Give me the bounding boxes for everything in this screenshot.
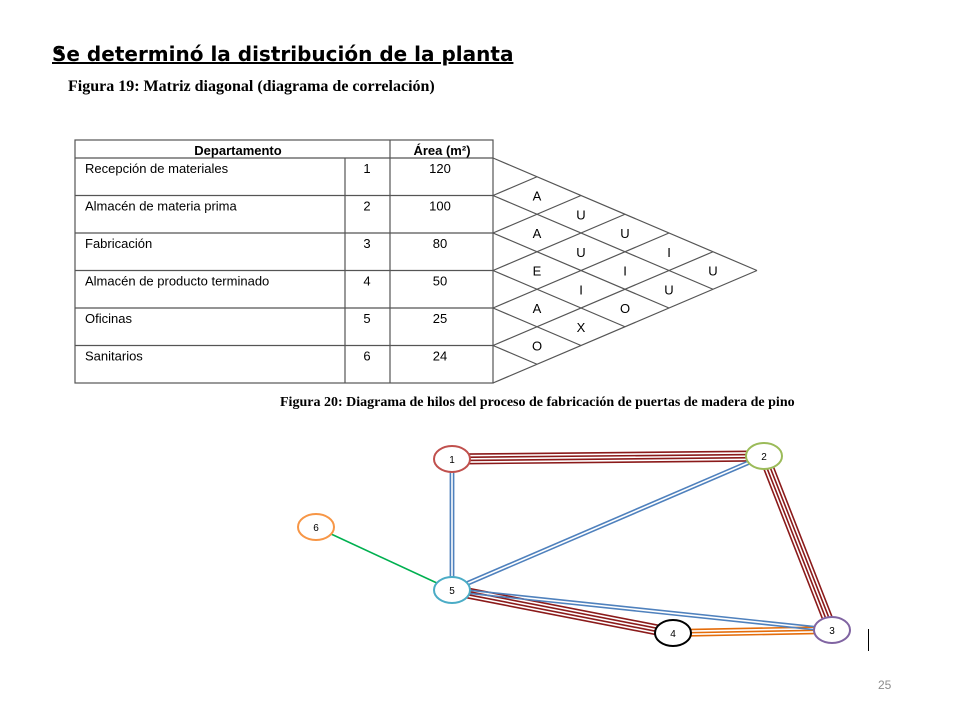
department-area: 120: [429, 161, 451, 176]
relation-code: A: [533, 301, 542, 316]
matrix-diagonal-line: [492, 176, 538, 197]
relation-code: U: [576, 207, 585, 222]
department-id: 3: [363, 236, 370, 251]
relation-code: U: [664, 282, 673, 297]
thread-node-label: 3: [829, 626, 835, 637]
relation-code: X: [577, 320, 586, 335]
matrix-diagonal-line: [492, 251, 714, 347]
thread-link-line: [451, 453, 764, 459]
table-frame: [74, 139, 494, 384]
relation-code: I: [579, 282, 583, 297]
matrix-diagonal-line: [492, 194, 714, 290]
matrix-grid: [74, 139, 758, 384]
thread-node-label: 5: [449, 586, 455, 597]
thread-link-line: [672, 629, 833, 634]
thread-node: [433, 576, 471, 604]
thread-link-line: [672, 626, 832, 631]
relation-code: E: [533, 264, 542, 279]
relation-code: A: [533, 189, 542, 204]
matrix-diagonal-line: [492, 344, 538, 365]
department-id: 4: [363, 274, 370, 289]
relation-code: U: [576, 245, 585, 260]
bullet: •: [56, 42, 64, 64]
slide-title: Se determinó la distribución de la plant…: [52, 42, 514, 66]
matrix-diagonal-line: [492, 213, 626, 272]
thread-link-line: [767, 453, 838, 629]
relation-code: U: [620, 226, 629, 241]
thread-link-line: [451, 590, 673, 636]
relation-code: O: [532, 339, 542, 354]
thread-link-line: [451, 450, 764, 456]
department-area: 80: [433, 236, 447, 251]
department-name: Almacén de producto terminado: [85, 274, 269, 289]
department-id: 6: [363, 349, 370, 364]
relation-code: I: [623, 264, 627, 279]
thread-node-label: 1: [449, 455, 455, 466]
thread-link-line: [764, 455, 835, 630]
thread-nodes: 1 2 3 4 5 6: [297, 442, 851, 647]
department-area: 24: [433, 349, 447, 364]
table-header-area: Área (m²): [413, 143, 470, 158]
thread-link-line: [451, 453, 764, 590]
thread-node: [745, 442, 783, 470]
thread-link-line: [452, 587, 833, 630]
thread-node-label: 4: [670, 629, 676, 640]
thread-link-line: [452, 459, 765, 465]
thread-link-line: [758, 457, 829, 633]
relation-code: I: [667, 245, 671, 260]
thread-link-line: [452, 456, 765, 462]
relation-code: O: [620, 301, 630, 316]
matrix-diagonal-line: [492, 194, 582, 234]
matrix-diagonal-line: [492, 232, 670, 309]
department-area: 25: [433, 311, 447, 326]
department-area: 50: [433, 274, 447, 289]
thread-link-line: [452, 456, 765, 593]
department-name: Recepción de materiales: [85, 161, 229, 176]
thread-link-line: [761, 456, 832, 631]
department-name: Fabricación: [85, 236, 152, 251]
thread-node: [297, 513, 335, 541]
thread-node: [433, 445, 471, 473]
department-name: Oficinas: [85, 311, 132, 326]
thread-node-label: 2: [761, 452, 767, 463]
matrix-diagonal-line: [492, 269, 758, 384]
department-id: 2: [363, 199, 370, 214]
thread-link-line: [673, 632, 833, 637]
department-area: 100: [429, 199, 451, 214]
matrix-codes: A U U I U A U I U E I O A X O: [532, 189, 718, 354]
thread-link-line: [450, 593, 673, 639]
department-name: Sanitarios: [85, 349, 143, 364]
text-cursor: [868, 629, 869, 651]
thread-node: [813, 616, 851, 644]
relation-code: A: [533, 226, 542, 241]
thread-links: [315, 450, 838, 639]
thread-link-line: [451, 590, 832, 633]
thread-link-line: [315, 526, 453, 591]
table-header-department: Departamento: [194, 143, 281, 158]
page-number: 25: [878, 678, 892, 692]
department-id: 1: [363, 161, 370, 176]
thread-node-label: 6: [313, 523, 319, 534]
thread-node: [654, 619, 692, 647]
department-id: 5: [363, 311, 370, 326]
department-name: Almacén de materia prima: [85, 199, 237, 214]
matrix-diagonal-line: [492, 269, 626, 328]
figure-20-caption: Figura 20: Diagrama de hilos del proceso…: [280, 395, 795, 410]
relation-code: U: [708, 264, 717, 279]
figure-19-caption: Figura 19: Matriz diagonal (diagrama de …: [68, 78, 435, 95]
